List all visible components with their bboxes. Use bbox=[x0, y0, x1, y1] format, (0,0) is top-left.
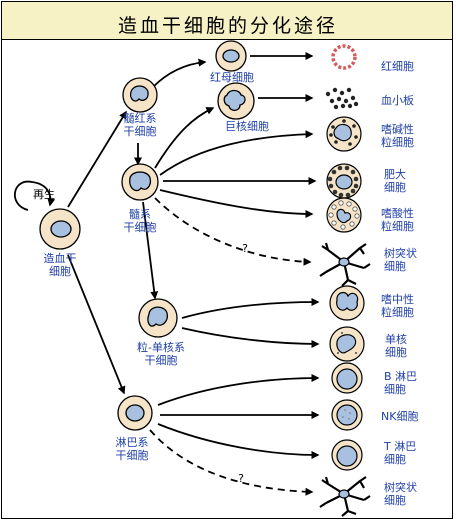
granulo-mono-progenitor-label: 粒-单核系 干细胞 bbox=[137, 341, 185, 367]
arrow-lymphoid-to-t bbox=[157, 423, 320, 459]
cell-hsc bbox=[39, 208, 81, 250]
cell-platelets bbox=[325, 87, 359, 110]
arrow-myeloid-to-eosinophil bbox=[159, 189, 314, 218]
cell-myeloid-progenitor bbox=[121, 163, 159, 201]
cell-b-lymphocyte bbox=[331, 362, 363, 394]
arrow-granulo-to-neutrophil bbox=[181, 298, 320, 319]
title-bar: 造血干细胞的分化途径 bbox=[1, 1, 453, 40]
arrow-erythroid-to-megakaryocyte bbox=[154, 107, 215, 169]
red-cell-label: 红细胞 bbox=[381, 60, 414, 73]
cell-basophil bbox=[326, 116, 362, 152]
unknown-mark-1: ? bbox=[242, 242, 248, 255]
b-cell-label: B 淋巴 细胞 bbox=[384, 370, 418, 396]
diagram-title: 造血干细胞的分化途径 bbox=[117, 15, 338, 37]
cell-nk bbox=[331, 399, 363, 431]
arrow-myeloid-to-granulo bbox=[142, 201, 159, 300]
cell-megakaryocyte bbox=[217, 82, 255, 120]
hsc-label: 造血干 细胞 bbox=[43, 252, 77, 278]
cell-eosinophil bbox=[326, 197, 362, 233]
arrow-granulo-to-monocyte bbox=[181, 327, 320, 348]
monocyte-label: 单核 细胞 bbox=[385, 333, 407, 359]
cell-granulo-mono-progenitor bbox=[138, 298, 178, 338]
arrow-hsc-to-lymphoid bbox=[67, 254, 126, 395]
lymphoid-progenitor-label: 淋巴系 干细胞 bbox=[115, 436, 149, 462]
cell-mast bbox=[326, 163, 362, 199]
megakaryocyte-label: 巨核细胞 bbox=[225, 120, 269, 133]
cell-neutrophil bbox=[329, 285, 365, 321]
cell-t-lymphocyte bbox=[331, 439, 363, 471]
nk-cell-label: NK细胞 bbox=[381, 410, 419, 423]
dendritic-1-label: 树突状 细胞 bbox=[384, 247, 417, 273]
basophil-label: 嗜碱性 粒细胞 bbox=[381, 123, 414, 149]
arrow-myeloid-to-dendritic-1 bbox=[154, 197, 312, 266]
arrow-erythroid-to-erythroblast bbox=[152, 58, 207, 88]
arrow-myeloid-to-basophil bbox=[159, 130, 314, 176]
neutrophil-label: 嗜中性 粒细胞 bbox=[381, 293, 414, 319]
erythroblast-label: 红母细胞 bbox=[210, 71, 254, 84]
cell-erythroblast bbox=[215, 40, 247, 72]
eosinophil-label: 嗜酸性 粒细胞 bbox=[381, 207, 414, 233]
cell-erythroid-progenitor bbox=[122, 77, 158, 113]
regen-label: 再生 bbox=[33, 188, 55, 201]
arrow-hsc-to-erythroid bbox=[67, 110, 127, 208]
t-cell-label: T 淋巴 细胞 bbox=[384, 440, 417, 466]
arrow-lymphoid-to-b bbox=[157, 374, 320, 406]
cell-dendritic-2 bbox=[319, 476, 371, 517]
cell-lymphoid-progenitor bbox=[117, 395, 153, 431]
cell-red bbox=[331, 44, 357, 70]
cell-monocyte bbox=[329, 326, 365, 362]
unknown-mark-2: ? bbox=[238, 472, 244, 485]
regen-loop-arrow bbox=[13, 180, 56, 211]
erythroid-progenitor-label: 髓红系 干细胞 bbox=[123, 112, 157, 138]
arrow-lymphoid-to-dendritic-2 bbox=[149, 429, 314, 496]
arrows bbox=[13, 52, 320, 496]
cell-dendritic-1 bbox=[319, 242, 371, 287]
myeloid-progenitor-label: 髓系 干细胞 bbox=[123, 208, 157, 234]
platelet-label: 血小板 bbox=[381, 94, 414, 107]
mast-cell-label: 肥大 细胞 bbox=[384, 168, 406, 194]
dendritic-2-label: 树突状 细胞 bbox=[384, 481, 417, 507]
